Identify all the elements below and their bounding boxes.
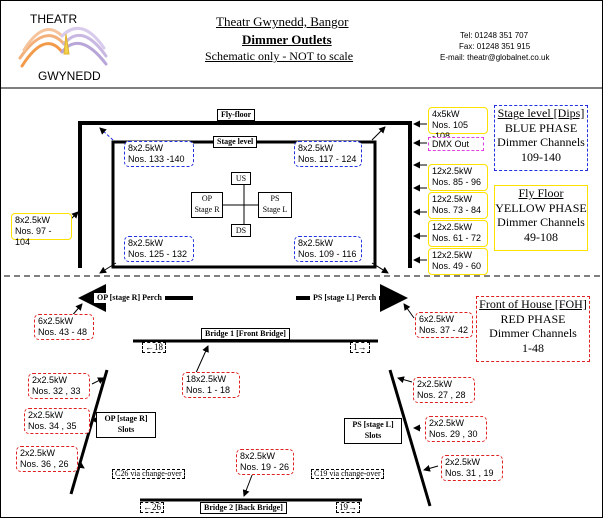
email: E-mail: theatr@globalnet.co.uk [440, 53, 550, 62]
op-perch-label: OP [stage R] Perch [94, 293, 165, 303]
bridge2-label: Bridge 2 [Back Bridge] [200, 502, 287, 514]
c26-changeover: C26 via change-over [112, 469, 185, 479]
page-subtitle: Dimmer Outlets [242, 32, 332, 47]
op-slots-label: OP [stage R]Slots [96, 412, 156, 438]
bridge1-right-end: 1→ [350, 342, 370, 353]
bridge2-right-end: 19→ [336, 502, 360, 513]
tel: Tel: 01248 351 707 [460, 31, 529, 40]
stage-r-label: Stage R [194, 205, 220, 214]
stage-level-label: Stage level [213, 136, 258, 148]
logo-text-bottom: GWYNEDD [38, 69, 101, 83]
theatr-logo-icon [18, 26, 108, 68]
legend-fly-floor: Fly Floor YELLOW PHASE Dimmer Channels 4… [494, 185, 588, 251]
ps-stage-left-marker: PS Stage L [258, 192, 292, 218]
bridge1-left-end: ←18 [142, 342, 166, 353]
legend-stage-level: Stage level [Dips] BLUE PHASE Dimmer Cha… [494, 105, 588, 171]
fax: Fax: 01248 351 915 [459, 42, 531, 51]
c19-changeover: C19 via change-over [311, 469, 384, 479]
upstage-marker: US [231, 172, 251, 185]
legend-foh: Front of House [FOH] RED PHASE Dimmer Ch… [476, 296, 590, 362]
dmx-out-box: DMX Out [428, 137, 484, 151]
ps-perch-label: PS [stage L] Perch [310, 293, 380, 303]
ps-label: PS [270, 194, 280, 203]
downstage-marker: DS [231, 224, 251, 237]
op-label: OP [201, 194, 213, 203]
stage-l-label: Stage L [262, 205, 288, 214]
scale-note: Schematic only - NOT to scale [205, 49, 354, 63]
fly-floor-label: Fly-floor [217, 109, 256, 121]
page-title: Theatr Gwynedd, Bangor [216, 14, 349, 29]
ps-slots-label: PS [stage L]Slots [344, 418, 402, 444]
bridge2-left-end: ←26 [140, 502, 164, 513]
bridge1-label: Bridge 1 [Front Bridge] [201, 328, 290, 340]
logo-text-top: THEATR [30, 12, 78, 26]
op-stage-right-marker: OP Stage R [191, 192, 223, 218]
